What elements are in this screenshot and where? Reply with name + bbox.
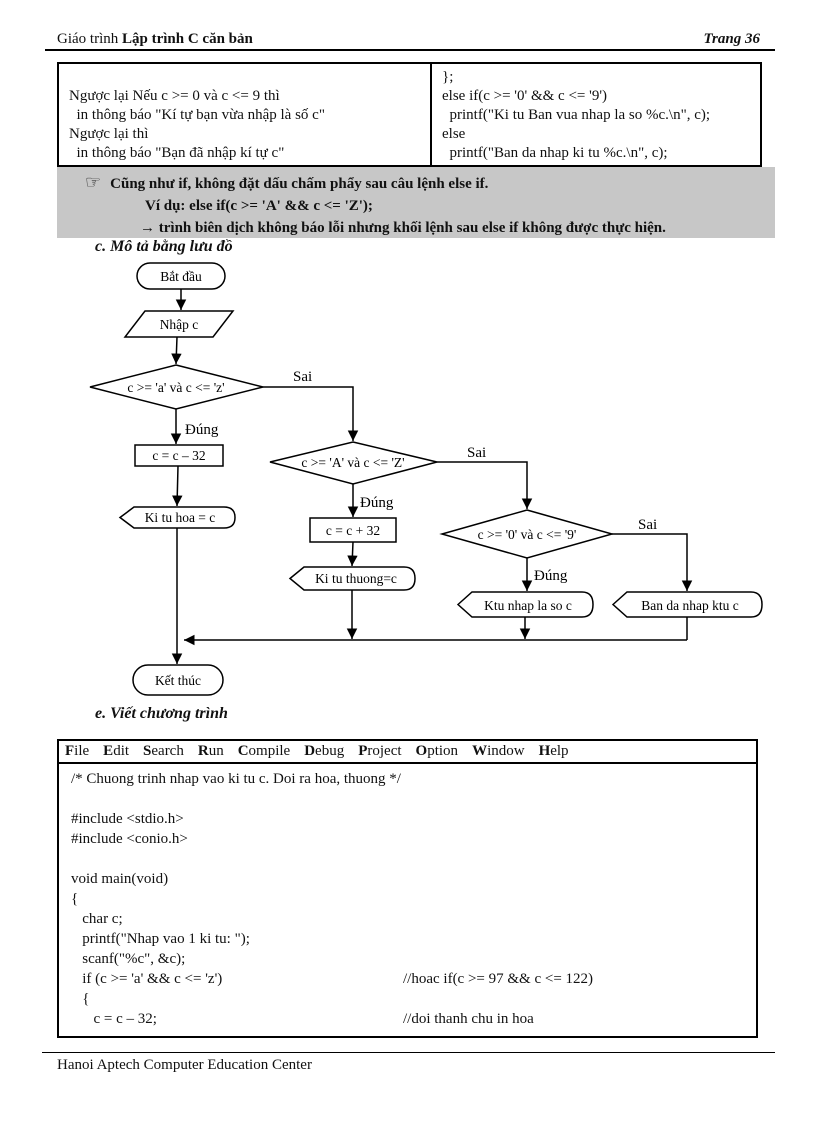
menu-item-debug: Debug: [304, 743, 345, 759]
flowchart-end-label: Kết thúc: [155, 673, 201, 688]
decision3-true-label: Đúng: [534, 568, 568, 584]
ide-menu-bar: File Edit Search Run Compile Debug Proje…: [59, 741, 756, 764]
header-rule: [45, 49, 775, 51]
footer-rule: [42, 1052, 775, 1053]
code-line: [71, 851, 756, 871]
c-code-line: printf("Ban da nhap ki tu %c.\n", c);: [442, 145, 668, 161]
menu-item-window: Window: [472, 743, 525, 759]
menu-item-edit: Edit: [103, 743, 130, 759]
c-code-line: else: [442, 126, 466, 142]
section-heading-program: e. Viết chương trình: [95, 705, 228, 722]
code-line: printf("Nhap vao 1 ki tu: ");: [71, 931, 250, 947]
decision2-false-label: Sai: [467, 445, 486, 461]
code-line: scanf("%c", &c);: [71, 951, 186, 967]
code-line: #include <conio.h>: [71, 831, 188, 847]
flowchart-display3-shape: [456, 591, 594, 618]
menu-item-compile: Compile: [237, 743, 291, 759]
flowchart-process2-box: [309, 517, 397, 543]
pseudocode-line: Ngược lại Nếu c >= 0 và c <= 9 thì: [69, 88, 280, 104]
flowchart-start-label: Bắt đầu: [160, 269, 202, 284]
section-heading-flowchart: c. Mô tả bằng lưu đồ: [95, 238, 233, 255]
code-comment: //hoac if(c >= 97 && c <= 122): [403, 971, 594, 987]
code-line: [71, 791, 756, 811]
code-line: {: [71, 991, 90, 1007]
page-header: Giáo trình Lập trình C căn bản Trang 36: [57, 26, 760, 48]
code-line: {: [71, 891, 79, 907]
flowchart-process1-label: c = c – 32: [152, 448, 205, 463]
code-line: void main(void): [71, 871, 169, 887]
comparison-table: Ngược lại Nếu c >= 0 và c <= 9 thì in th…: [57, 62, 762, 167]
footer-text: Hanoi Aptech Computer Education Center: [57, 1057, 312, 1073]
note-box: ☞ Cũng như if, không đặt dấu chấm phẩy s…: [57, 167, 775, 238]
code-area: /* Chuong trinh nhap vao ki tu c. Doi ra…: [59, 764, 756, 1031]
code-line: c = c – 32;//doi thanh chu in hoa: [71, 1011, 534, 1027]
arrow-decision2-false: [437, 461, 533, 509]
code-line: char c;: [71, 911, 123, 927]
flowchart-decision3-diamond: [439, 509, 615, 559]
arrow-decision3-false: [612, 533, 693, 591]
flowchart-process1-box: [134, 444, 224, 467]
c-code-line: };: [442, 69, 454, 85]
flowchart-display4-shape: [611, 591, 763, 618]
flowchart-process2-label: c = c + 32: [326, 523, 380, 538]
flowchart-display2-label: Ki tu thuong=c: [315, 571, 397, 586]
c-code-line: printf("Ki tu Ban vua nhap la so %c.\n",…: [442, 107, 711, 123]
flowchart-decision1-label: c >= 'a' và c <= 'z': [127, 380, 224, 395]
flowchart-decision1-diamond: [89, 364, 264, 410]
flowchart-display1-label: Ki tu hoa = c: [145, 510, 216, 525]
menu-item-option: Option: [415, 743, 459, 759]
pseudocode-cell: Ngược lại Nếu c >= 0 và c <= 9 thì in th…: [59, 64, 432, 165]
code-comment: //doi thanh chu in hoa: [403, 1011, 534, 1027]
code-line: #include <stdio.h>: [71, 811, 184, 827]
flowchart-display2-shape: [288, 566, 416, 591]
header-title-main: Lập trình C căn bản: [122, 31, 253, 47]
flowchart-display4-label: Ban da nhap ktu c: [641, 598, 738, 613]
menu-item-run: Run: [197, 743, 224, 759]
flowchart: Bắt đầu Nhập c c >= 'a' và c <= 'z' c = …: [89, 262, 763, 696]
flowchart-decision3-label: c >= '0' và c <= '9': [478, 527, 577, 542]
flowchart-decision2-diamond: [269, 441, 438, 485]
note-line-1: Cũng như if, không đặt dấu chấm phẩy sau…: [110, 176, 489, 192]
flowchart-input-label: Nhập c: [160, 317, 199, 332]
menu-item-search: Search: [143, 743, 184, 759]
decision1-false-label: Sai: [293, 369, 312, 385]
arrow-process2-to-display2: [347, 541, 358, 567]
arrow-input-to-decision1: [171, 336, 182, 365]
menu-item-help: Help: [538, 743, 569, 759]
decision3-false-label: Sai: [638, 517, 657, 533]
flowchart-decision2-label: c >= 'A' và c <= 'Z': [301, 455, 404, 470]
note-line-3: → trình biên dịch không báo lỗi nhưng kh…: [140, 220, 666, 236]
flowchart-display3-label: Ktu nhap la so c: [484, 598, 572, 613]
pseudocode-line: in thông báo "Kí tự bạn vừa nhập là số c…: [69, 107, 325, 123]
arrow-process1-to-display1: [172, 465, 183, 507]
flowchart-input-parallelogram: [123, 310, 235, 338]
code-line: /* Chuong trinh nhap vao ki tu c. Doi ra…: [71, 771, 401, 787]
arrow-decision1-false: [263, 386, 359, 441]
menu-item-file: File: [65, 743, 90, 759]
header-title-prefix: Giáo trình: [57, 31, 122, 47]
c-code-cell: }; else if(c >= '0' && c <= '9') printf("…: [432, 64, 760, 165]
flowchart-start-terminal: [136, 262, 226, 290]
pseudocode-line: Ngược lại thì: [69, 126, 149, 142]
note-line-2: Ví dụ: else if(c >= 'A' && c <= 'Z');: [145, 198, 373, 214]
ide-window: File Edit Search Run Compile Debug Proje…: [57, 739, 758, 1038]
header-title: Giáo trình Lập trình C căn bản: [57, 31, 253, 48]
pseudocode-line: in thông báo "Bạn đã nhập kí tự c": [69, 145, 285, 161]
flowchart-display1-shape: [118, 506, 236, 529]
flowchart-end-terminal: [132, 664, 224, 696]
page-number: Trang 36: [703, 31, 760, 47]
c-code-line: else if(c >= '0' && c <= '9'): [442, 88, 608, 104]
code-line: if (c >= 'a' && c <= 'z')//hoac if(c >= …: [71, 971, 594, 987]
pointing-hand-icon: ☞: [85, 172, 102, 193]
decision2-true-label: Đúng: [360, 495, 394, 511]
decision1-true-label: Đúng: [185, 422, 219, 438]
menu-item-project: Project: [358, 743, 402, 759]
